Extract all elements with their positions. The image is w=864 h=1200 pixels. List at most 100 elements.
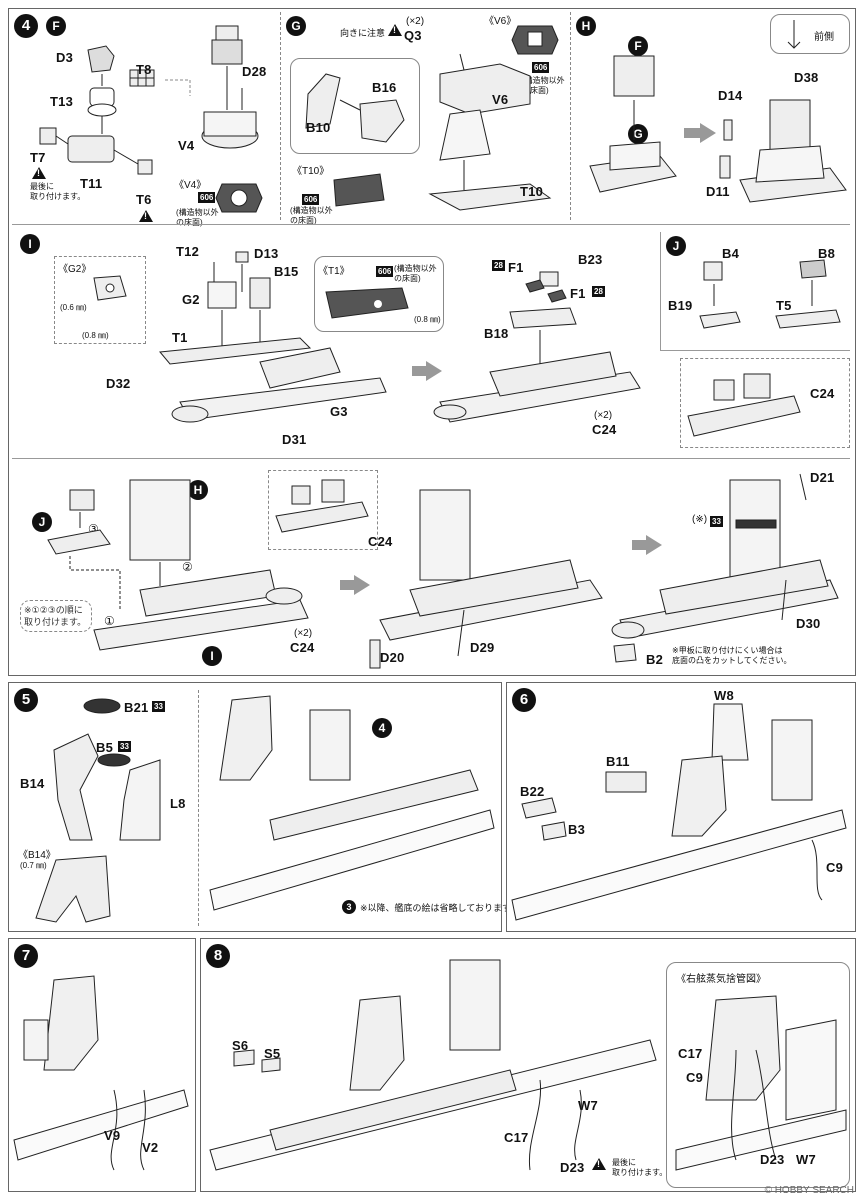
step8-assembly	[209, 959, 657, 1171]
kan-label: (※)	[692, 514, 708, 525]
sub-step-i: I	[202, 646, 222, 666]
divider	[198, 690, 199, 926]
part-label-c24: C24	[592, 422, 617, 437]
part-label-b14: B14	[20, 776, 45, 791]
b16-drawing	[305, 73, 405, 143]
part-label-t11: T11	[80, 176, 103, 191]
part-label-c9: C9	[686, 1070, 704, 1085]
sub-step-h: H	[576, 16, 596, 36]
sub-step-g: G	[628, 124, 648, 144]
step6-assembly	[511, 703, 847, 921]
drill-0-8: (0.8 ㎜)	[82, 331, 109, 340]
step5-note: ※以降、艦底の絵は省略しております。	[360, 903, 520, 913]
v6-detail-label: 《V6》	[484, 16, 517, 27]
note-install-last: 最後に 取り付けます。	[30, 182, 86, 201]
divider	[12, 458, 850, 459]
circle-1: ①	[104, 614, 115, 628]
part-label-b15: B15	[274, 264, 299, 279]
drill-0-7: (0.7 ㎜)	[20, 861, 47, 870]
part-label-c17: C17	[504, 1130, 529, 1145]
part-label-b11: B11	[606, 754, 630, 769]
c24-final-box	[268, 470, 378, 550]
ref-step-4: 4	[372, 718, 392, 738]
divider	[280, 12, 281, 220]
c24-detail-box	[680, 358, 850, 448]
part-label-t1: T1	[172, 330, 188, 345]
sub-step-f: F	[46, 16, 66, 36]
part-label-t13: T13	[50, 94, 74, 109]
flow-arrow-icon	[354, 575, 370, 595]
part-label-c9: C9	[826, 860, 844, 875]
part-label-b16: B16	[372, 80, 397, 95]
divider	[570, 12, 571, 220]
drill-0-6: (0.6 ㎜)	[60, 303, 87, 312]
sub-j-illustration	[699, 259, 841, 329]
part-label-t6: T6	[136, 192, 152, 207]
assembly-step-result	[369, 489, 603, 669]
note-number-3: 3	[342, 900, 356, 914]
part-label-t7: T7	[30, 150, 46, 165]
part-label-d38: D38	[794, 70, 819, 85]
part-label-s5: S5	[264, 1046, 281, 1061]
step7-assembly	[13, 975, 189, 1171]
part-label-t8: T8	[136, 62, 152, 77]
part-label-v2: V2	[142, 1140, 159, 1155]
part-label-v9: V9	[104, 1128, 121, 1143]
part-label-t12: T12	[176, 244, 200, 259]
final-result	[611, 473, 839, 663]
c24-detail-drawing	[687, 373, 801, 437]
part-label-w7: W7	[796, 1152, 816, 1167]
sub-h-result	[719, 99, 847, 203]
count-x2: (×2)	[594, 410, 613, 421]
divider	[660, 350, 850, 351]
part-label-w7: W7	[578, 1098, 598, 1113]
code-33: 33	[118, 741, 131, 752]
v4-detail-label: 《V4》	[174, 180, 207, 191]
part-label-b19: B19	[668, 298, 693, 313]
front-side-icon	[787, 20, 801, 49]
part-label-v4: V4	[178, 138, 195, 153]
flow-arrow-icon	[646, 535, 662, 555]
b16-detail-box	[290, 58, 420, 154]
part-label-b23: B23	[578, 252, 603, 267]
floor-note: (構造物以外 の床面)	[290, 206, 333, 225]
part-label-d23: D23	[560, 1160, 585, 1175]
floor-note: (構造物以外 の床面)	[176, 208, 219, 227]
flow-arrow	[340, 580, 354, 590]
part-label-d3: D3	[56, 50, 74, 65]
part-label-d31: D31	[282, 432, 307, 447]
part-label-d14: D14	[718, 88, 743, 103]
inset-drawing	[675, 995, 847, 1171]
t1-detail-box	[314, 256, 444, 332]
funnel-parts	[53, 698, 161, 841]
part-label-q3: Q3	[404, 28, 422, 43]
flow-arrow	[412, 366, 426, 376]
flow-arrow	[632, 540, 646, 550]
part-label-c24: C24	[368, 534, 393, 549]
part-label-d13: D13	[254, 246, 279, 261]
part-label-b10: B10	[306, 120, 331, 135]
t1-detail-label: 《T1》	[318, 266, 350, 277]
part-label-c24: C24	[810, 386, 835, 401]
flow-arrow-icon	[700, 123, 716, 143]
part-label-d20: D20	[380, 650, 405, 665]
sub-g-illustration	[428, 53, 552, 211]
order-note-box	[20, 600, 92, 632]
inset-box	[666, 962, 850, 1188]
part-label-d30: D30	[796, 616, 821, 631]
b14-detail-drawing	[35, 855, 111, 923]
front-side-box	[770, 14, 850, 54]
step-number-8: 8	[206, 944, 230, 968]
part-label-c24: C24	[290, 640, 315, 655]
circle-3: ③	[88, 522, 99, 536]
attention-note: 向きに注意	[340, 28, 386, 38]
step-number-7: 7	[14, 944, 38, 968]
step-number-5: 5	[14, 688, 38, 712]
g2-detail-box	[54, 256, 146, 344]
t1-detail-drawing	[325, 287, 409, 319]
sub-step-i: I	[20, 234, 40, 254]
deck-note: ※甲板に取り付けにくい場合は 底面の凸をカットしてください。	[672, 646, 792, 665]
part-label-t10: T10	[520, 184, 544, 199]
c24-final-drawing	[275, 479, 369, 533]
